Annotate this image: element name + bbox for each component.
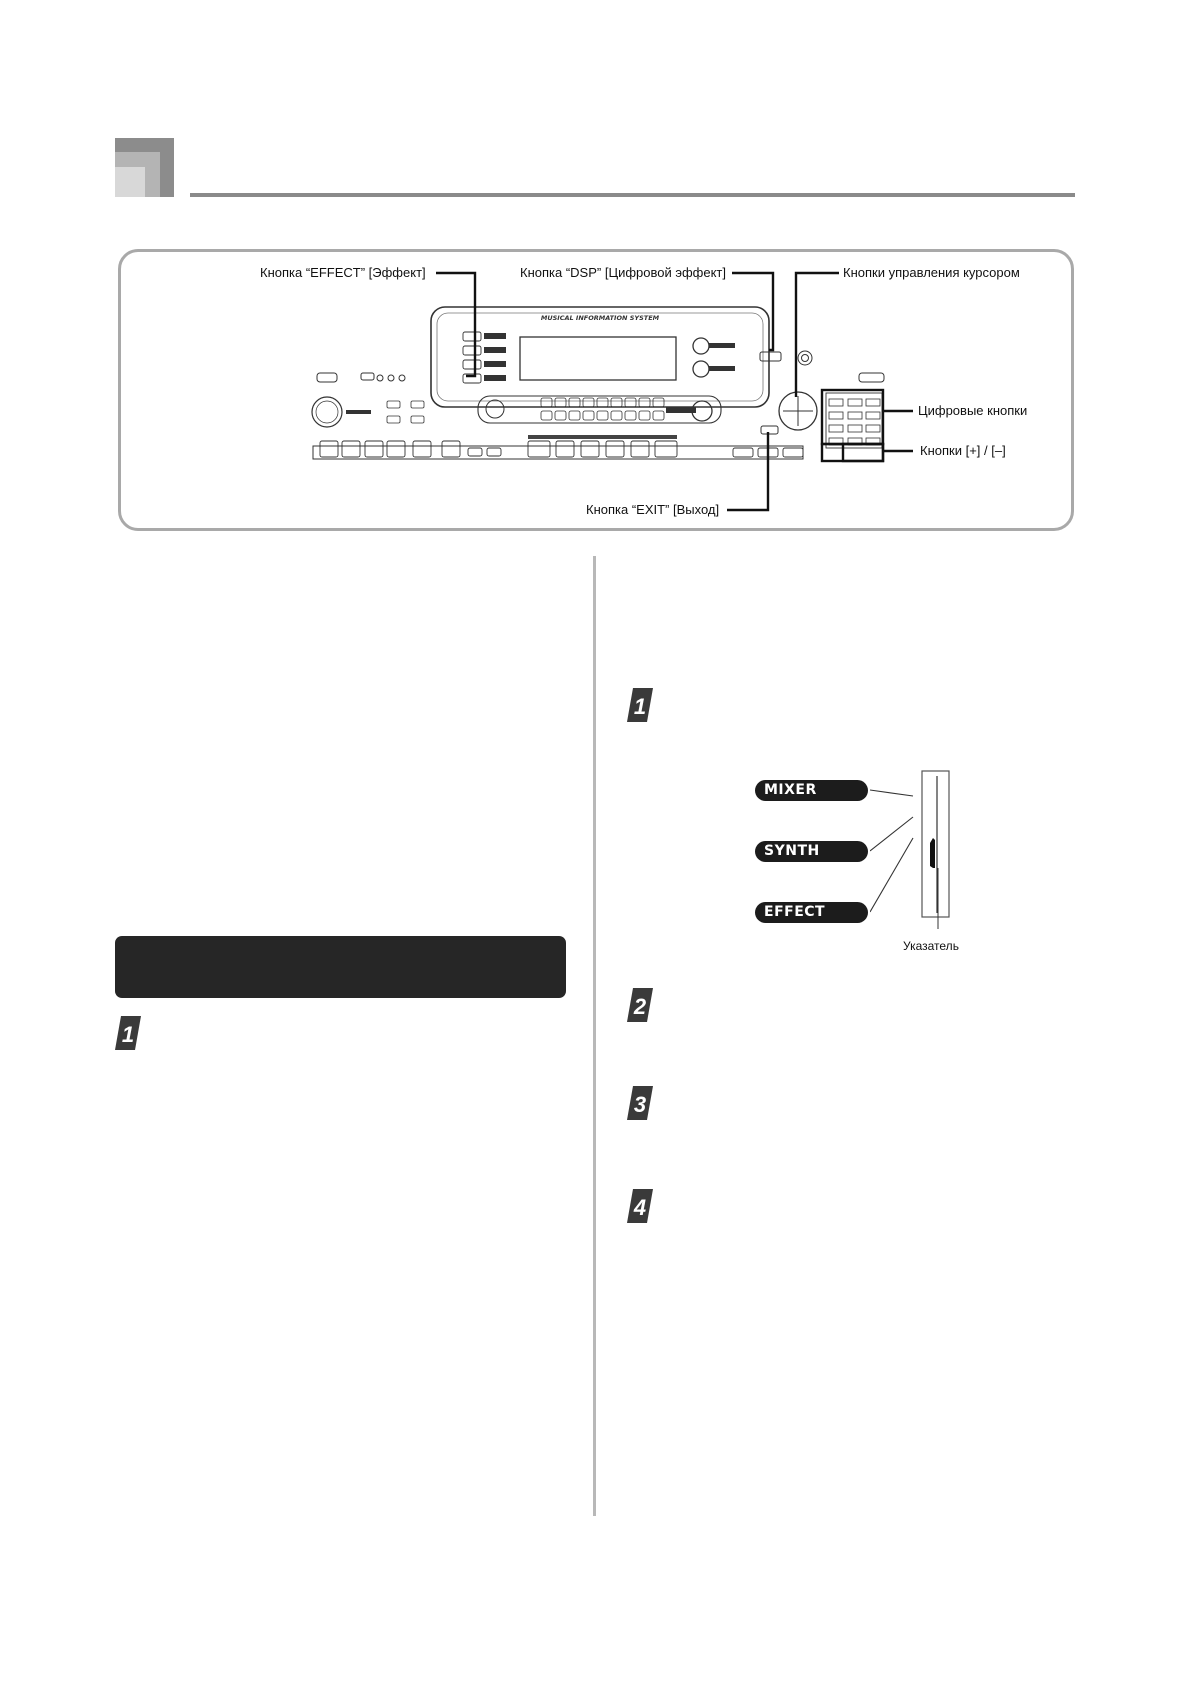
callout-dsp-button: Кнопка “DSP” [Цифровой эффект] <box>520 265 727 280</box>
svg-text:4: 4 <box>633 1195 646 1220</box>
mixer-label: MIXER <box>755 780 868 801</box>
section-heading-bar <box>115 936 566 998</box>
keyboard-panel-diagram <box>118 249 1074 531</box>
svg-text:1: 1 <box>634 694 646 719</box>
svg-text:3: 3 <box>634 1092 646 1117</box>
effect-label: EFFECT <box>755 902 868 923</box>
pointer-drawing <box>870 770 950 929</box>
keyboard-panel-drawing: MUSICAL INFORMATION SYSTEM <box>311 271 913 512</box>
svg-text:2: 2 <box>633 994 647 1019</box>
step-number-3: 3 <box>627 1086 653 1120</box>
callout-exit-button: Кнопка “EXIT” [Выход] <box>586 502 720 517</box>
synth-label: SYNTH <box>755 841 868 862</box>
callout-cursor-buttons: Кнопки управления курсором <box>843 265 1020 280</box>
pointer-label: Указатель <box>903 939 959 953</box>
step-number-1-right: 1 <box>627 688 653 722</box>
mis-banner: MUSICAL INFORMATION SYSTEM <box>541 314 660 322</box>
step-number-2: 2 <box>627 988 653 1022</box>
header-rule <box>190 193 1075 197</box>
step-number-1-left: 1 <box>115 1016 141 1050</box>
column-divider <box>593 556 596 1516</box>
callout-number-buttons: Цифровые кнопки <box>918 403 1028 418</box>
step-number-4: 4 <box>627 1189 653 1223</box>
svg-text:1: 1 <box>122 1022 134 1047</box>
callout-plus-minus-buttons: Кнопки [+] / [–] <box>920 443 1006 458</box>
callout-effect-button: Кнопка “EFFECT” [Эффект] <box>260 265 426 280</box>
header-square-light <box>115 167 145 197</box>
